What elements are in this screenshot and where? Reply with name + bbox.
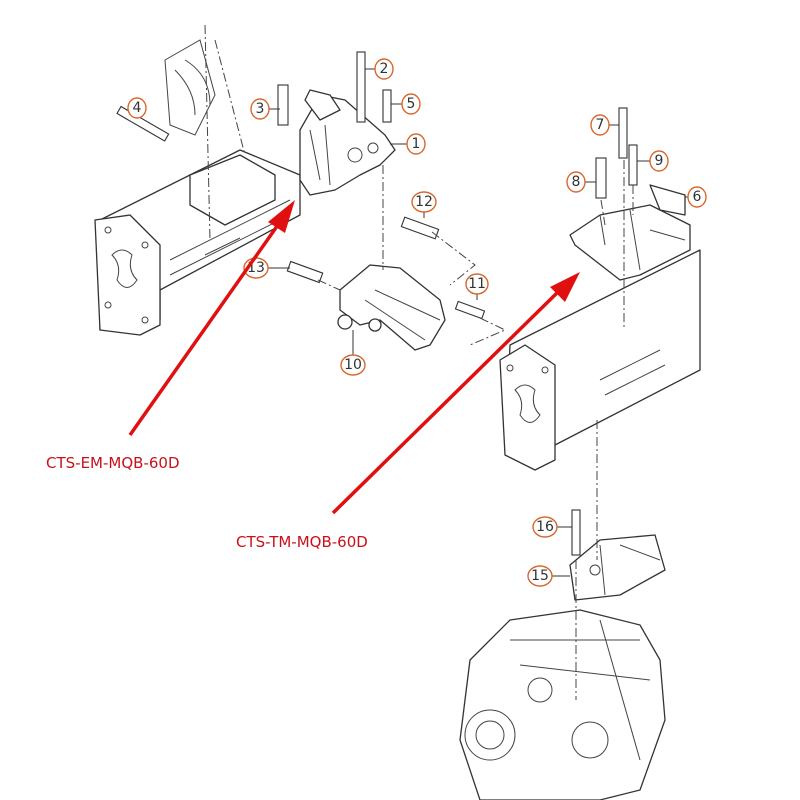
callout-11: 11 xyxy=(465,273,489,295)
callout-16: 16 xyxy=(532,516,558,538)
svg-text:10: 10 xyxy=(344,357,362,373)
pendulum-mount-part-10 xyxy=(337,264,446,351)
svg-text:6: 6 xyxy=(693,189,702,205)
callout-9: 9 xyxy=(649,150,669,172)
callout-10: 10 xyxy=(340,354,366,376)
callout-2: 2 xyxy=(374,58,394,80)
engine-mount-arrow xyxy=(128,200,295,437)
svg-text:15: 15 xyxy=(531,568,549,584)
callout-12: 12 xyxy=(411,191,437,213)
callout-6: 6 xyxy=(687,186,707,208)
svg-text:1: 1 xyxy=(412,136,421,152)
callout-4: 4 xyxy=(127,97,147,119)
callout-5: 5 xyxy=(401,93,421,115)
assembly-lines xyxy=(317,160,634,700)
svg-text:16: 16 xyxy=(536,519,554,535)
callout-3: 3 xyxy=(250,98,270,120)
transmission-mount-part-6 xyxy=(569,184,691,281)
svg-text:4: 4 xyxy=(133,100,142,116)
svg-text:8: 8 xyxy=(572,174,581,190)
callout-8: 8 xyxy=(566,171,586,193)
callout-15: 15 xyxy=(527,565,553,587)
callout-7: 7 xyxy=(590,114,610,136)
svg-text:5: 5 xyxy=(407,96,416,112)
transmission-mount-product-label: CTS-TM-MQB-60D xyxy=(236,533,368,551)
svg-text:2: 2 xyxy=(380,61,389,77)
engine-mount-product-label: CTS-EM-MQB-60D xyxy=(46,454,180,472)
svg-text:12: 12 xyxy=(415,194,433,210)
right-subframe xyxy=(499,249,701,471)
leader-lines xyxy=(265,68,688,577)
svg-text:3: 3 xyxy=(256,101,265,117)
left-subframe-rail xyxy=(94,24,301,336)
callout-1: 1 xyxy=(406,133,426,155)
engine-mount-part-1 xyxy=(299,89,396,196)
transmission-mount-arrow xyxy=(331,272,580,515)
svg-text:9: 9 xyxy=(655,153,664,169)
bracket-part-15 xyxy=(569,534,666,601)
gearbox xyxy=(459,609,666,800)
svg-text:11: 11 xyxy=(468,276,486,292)
svg-text:7: 7 xyxy=(596,117,605,133)
